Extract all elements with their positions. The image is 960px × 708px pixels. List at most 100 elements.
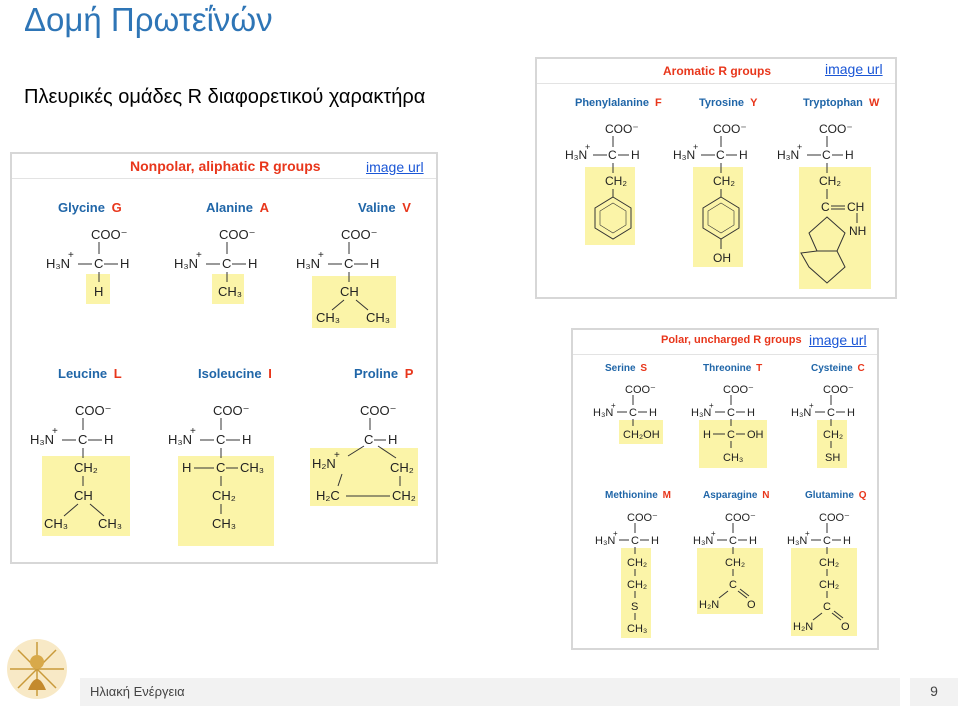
svg-text:C: C [823,601,831,613]
svg-text:CH₂: CH₂ [819,557,839,569]
leucine-structure: COO⁻ H₃N+ C H CH₂ CH CH₃ CH₃ [30,403,130,536]
svg-text:CH₃: CH₃ [316,310,340,325]
svg-text:O: O [841,621,850,633]
svg-text:H: H [749,535,757,547]
svg-text:H₃N: H₃N [595,535,615,547]
svg-text:C: C [822,148,831,162]
polar-panel-header [573,330,877,355]
svg-text:CH₂: CH₂ [74,460,98,475]
svg-text:+: + [809,401,814,410]
svg-text:H: H [845,148,854,162]
svg-text:CH: CH [340,284,359,299]
polar-panel: Polar, uncharged R groups image url Seri… [571,328,879,650]
svg-text:C: C [364,432,373,447]
svg-text:H: H [104,432,113,447]
svg-text:H₃N: H₃N [30,432,54,447]
svg-text:C: C [729,535,737,547]
glycine-structure: COO⁻ H₃N+ C H H [46,227,129,304]
svg-text:CH₃: CH₃ [98,516,122,531]
svg-text:H₃N: H₃N [46,256,70,271]
svg-text:C: C [222,256,231,271]
page-number-box: 9 [910,678,958,706]
polar-image-link[interactable]: image url [809,332,867,348]
aa-code: W [868,97,880,109]
svg-text:C: C [344,256,353,271]
aa-leucine-label: Leucine L [58,366,122,381]
svg-text:+: + [611,401,616,410]
svg-text:H₂N: H₂N [793,621,813,633]
aa-name: Serine [605,363,636,374]
aa-name: Tryptophan [803,97,863,109]
svg-text:COO⁻: COO⁻ [75,403,111,418]
aa-isoleucine-label: Isoleucine I [198,366,272,381]
university-logo-icon [7,639,67,699]
aa-glycine-label: Glycine G [58,200,122,215]
svg-text:CH₂: CH₂ [627,557,647,569]
aa-methionine-label: Methionine M [605,490,671,501]
aa-code: N [762,490,770,501]
svg-text:NH: NH [849,224,866,238]
svg-text:H₂C: H₂C [316,488,340,503]
svg-text:O: O [747,599,756,611]
svg-text:H: H [120,256,129,271]
svg-text:H: H [703,429,711,441]
aa-asparagine-label: Asparagine N [703,490,769,501]
threonine-structure: COO⁻ H₃N+ C H H C OH CH₃ [691,384,767,468]
svg-text:COO⁻: COO⁻ [723,384,754,396]
aa-threonine-label: Threonine T [703,363,762,374]
alanine-structure: COO⁻ H₃N+ C H CH₃ [174,227,257,304]
svg-text:C: C [729,579,737,591]
svg-text:C: C [216,460,225,475]
svg-text:OH: OH [747,429,764,441]
svg-text:COO⁻: COO⁻ [341,227,377,242]
aromatic-image-link[interactable]: image url [825,61,883,77]
svg-text:H₃N: H₃N [777,148,799,162]
svg-text:CH₂: CH₂ [725,557,745,569]
svg-text:+: + [805,529,810,538]
slide-title: Δομή Πρωτεΐνών [24,1,273,38]
svg-text:COO⁻: COO⁻ [605,122,639,136]
svg-text:H₃N: H₃N [593,407,613,419]
valine-structure: COO⁻ H₃N+ C H CH CH₃ CH₃ [296,227,396,328]
svg-text:CH₂: CH₂ [823,429,843,441]
aa-code: L [113,366,122,381]
svg-text:C: C [821,200,830,214]
slide-subtitle: Πλευρικές ομάδες R διαφορετικού χαρακτήρ… [24,86,426,108]
svg-text:H: H [388,432,397,447]
svg-text:COO⁻: COO⁻ [213,403,249,418]
svg-text:COO⁻: COO⁻ [713,122,747,136]
footer-bar: Ηλιακή Ενέργεια [80,678,900,706]
aa-code: F [655,97,662,109]
aa-glutamine-label: Glutamine Q [805,490,866,501]
asparagine-structure: COO⁻ H₃N+ C H CH₂ C H₂N O [693,512,763,614]
aromatic-panel-heading: Aromatic R groups [663,64,772,78]
svg-text:C: C [727,407,735,419]
aa-code: A [259,200,269,215]
aromatic-panel-header [537,59,895,84]
aa-phenylalanine-label: Phenylalanine F [575,97,662,109]
svg-text:C: C [631,535,639,547]
svg-text:C: C [823,535,831,547]
svg-text:C: C [629,407,637,419]
aa-code: V [402,200,411,215]
svg-text:H₃N: H₃N [693,535,713,547]
svg-text:COO⁻: COO⁻ [91,227,127,242]
aa-tryptophan-label: Tryptophan W [803,97,879,109]
svg-text:CH₂: CH₂ [605,174,627,188]
svg-text:H: H [739,148,748,162]
svg-text:+: + [709,401,714,410]
svg-text:H: H [847,407,855,419]
svg-text:C: C [216,432,225,447]
nonpolar-image-link[interactable]: image url [366,159,424,175]
aa-name: Tyrosine [699,97,745,109]
svg-text:H₃N: H₃N [168,432,192,447]
svg-text:CH₃: CH₃ [218,284,242,299]
svg-text:COO⁻: COO⁻ [823,384,854,396]
svg-text:H₃N: H₃N [673,148,695,162]
svg-text:COO⁻: COO⁻ [360,403,396,418]
svg-text:H₃N: H₃N [791,407,811,419]
svg-text:CH₃: CH₃ [627,623,647,635]
svg-text:CH₂: CH₂ [819,174,841,188]
aa-name: Cysteine [811,363,853,374]
svg-text:H₃N: H₃N [787,535,807,547]
